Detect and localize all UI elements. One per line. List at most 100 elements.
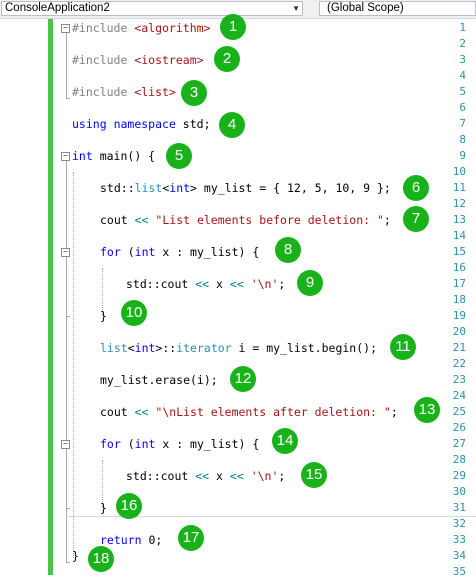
line-number: 9 <box>459 149 466 162</box>
code-text: x <box>209 277 230 291</box>
outline-line-includes <box>66 28 67 98</box>
code-text: std; <box>175 117 211 131</box>
header-name: <list> <box>134 85 176 99</box>
code-line-11[interactable]: std::list<int> my_list = { 12, 5, 10, 9 … <box>100 180 391 196</box>
outline-end-includes <box>66 98 70 99</box>
code-line-9[interactable]: int main() { <box>72 148 155 164</box>
code-line-3[interactable]: #include <iostream> <box>72 52 204 68</box>
type-name: iterator <box>176 341 232 355</box>
code-text: x : my_list) { <box>155 437 260 451</box>
line-number: 4 <box>459 69 466 82</box>
code-line-21[interactable]: list<int>::iterator i = my_list.begin(); <box>100 340 377 356</box>
project-dropdown[interactable]: ConsoleApplication2 ▼ <box>1 1 303 16</box>
annotation-badge-13: 13 <box>414 397 440 423</box>
code-line-31[interactable]: } <box>100 500 107 516</box>
keyword: using <box>72 117 107 131</box>
code-line-7[interactable]: using namespace std; <box>72 116 211 132</box>
annotation-badge-10: 10 <box>121 300 147 326</box>
line-number: 17 <box>452 277 466 290</box>
indent-guide <box>73 172 74 558</box>
operator: << <box>229 469 244 483</box>
string-literal: "\nList elements after deletion: " <box>155 405 391 419</box>
line-number: 14 <box>452 229 466 242</box>
chevron-down-icon[interactable]: ▼ <box>292 4 300 13</box>
operator: << <box>134 213 149 227</box>
annotation-badge-16: 16 <box>116 493 142 519</box>
change-tracking-bar <box>48 19 53 575</box>
keyword: for <box>100 437 121 451</box>
project-dropdown-value: ConsoleApplication2 <box>5 2 110 14</box>
code-text <box>244 469 251 483</box>
code-text: main() { <box>92 149 156 163</box>
char-literal: '\n' <box>250 469 279 483</box>
annotation-badge-6: 6 <box>403 175 429 201</box>
code-text: ( <box>120 245 135 259</box>
line-number: 15 <box>452 245 466 258</box>
code-line-33[interactable]: return 0; <box>100 532 162 548</box>
header-name: <iostream> <box>134 53 204 67</box>
annotation-badge-15: 15 <box>301 462 327 488</box>
collapse-toggle-main[interactable]: − <box>61 152 70 161</box>
outline-line-for1 <box>66 256 67 316</box>
code-text: ; <box>278 277 286 291</box>
closing-brace: } <box>100 309 107 323</box>
closing-brace: } <box>100 501 107 515</box>
line-number: 26 <box>452 421 466 434</box>
line-number: 30 <box>452 485 466 498</box>
code-line-27[interactable]: for (int x : my_list) { <box>100 436 259 452</box>
code-line-15[interactable]: for (int x : my_list) { <box>100 244 259 260</box>
line-number: 20 <box>452 325 466 338</box>
line-number: 29 <box>452 469 466 482</box>
code-text: > my_list = { 12, 5, 10, 9 }; <box>190 181 391 195</box>
line-number: 13 <box>452 213 466 226</box>
code-text: i = my_list.begin(); <box>231 341 377 355</box>
collapse-toggle-includes[interactable]: − <box>61 24 70 33</box>
outline-end-for2 <box>66 508 70 509</box>
code-text: cout <box>100 213 135 227</box>
line-number: 6 <box>459 101 466 114</box>
code-text: my_list.erase(i); <box>100 373 218 387</box>
code-line-19[interactable]: } <box>100 308 107 324</box>
annotation-badge-14: 14 <box>272 428 298 454</box>
collapse-toggle-for2[interactable]: − <box>61 440 70 449</box>
code-line-25[interactable]: cout << "\nList elements after deletion:… <box>100 404 398 420</box>
navigation-bar: ConsoleApplication2 ▼ (Global Scope) <box>0 0 476 19</box>
keyword: int <box>134 245 156 259</box>
collapse-toggle-for1[interactable]: − <box>61 248 70 257</box>
annotation-badge-4: 4 <box>219 112 245 138</box>
annotation-badge-2: 2 <box>214 46 240 72</box>
code-line-23[interactable]: my_list.erase(i); <box>100 372 218 388</box>
code-line-13[interactable]: cout << "List elements before deletion: … <box>100 212 391 228</box>
line-number: 11 <box>452 181 466 194</box>
code-text: < <box>162 181 170 195</box>
outline-end-for1 <box>66 316 70 317</box>
code-line-1[interactable]: #include <algorithm> <box>72 20 210 36</box>
line-number: 24 <box>452 389 466 402</box>
indent-guide <box>102 268 103 316</box>
keyword: namespace <box>113 117 176 131</box>
closing-brace: } <box>72 549 79 563</box>
line-number: 1 <box>459 21 466 34</box>
outline-line-for2 <box>66 448 67 508</box>
string-literal: "List elements before deletion: " <box>155 213 384 227</box>
code-line-17[interactable]: std::cout << x << '\n'; <box>126 276 285 292</box>
line-number: 32 <box>452 517 466 530</box>
code-text: std:: <box>100 181 135 195</box>
type-name: list <box>134 181 163 195</box>
code-line-5[interactable]: #include <list> <box>72 84 176 100</box>
code-text: >:: <box>155 341 177 355</box>
annotation-badge-1: 1 <box>220 14 246 40</box>
line-number-gutter <box>0 19 44 575</box>
line-number: 5 <box>459 85 466 98</box>
indent-guide <box>102 460 103 508</box>
code-line-29[interactable]: std::cout << x << '\n'; <box>126 468 285 484</box>
annotation-badge-17: 17 <box>178 525 204 551</box>
annotation-badge-12: 12 <box>230 366 256 392</box>
code-line-34[interactable]: } <box>72 548 79 564</box>
code-text: ; <box>278 469 286 483</box>
line-number: 22 <box>452 357 466 370</box>
header-name: <algorithm> <box>134 21 211 35</box>
scope-dropdown[interactable]: (Global Scope) <box>319 1 476 16</box>
preprocessor-directive: #include <box>72 53 135 67</box>
keyword: int <box>72 149 93 163</box>
